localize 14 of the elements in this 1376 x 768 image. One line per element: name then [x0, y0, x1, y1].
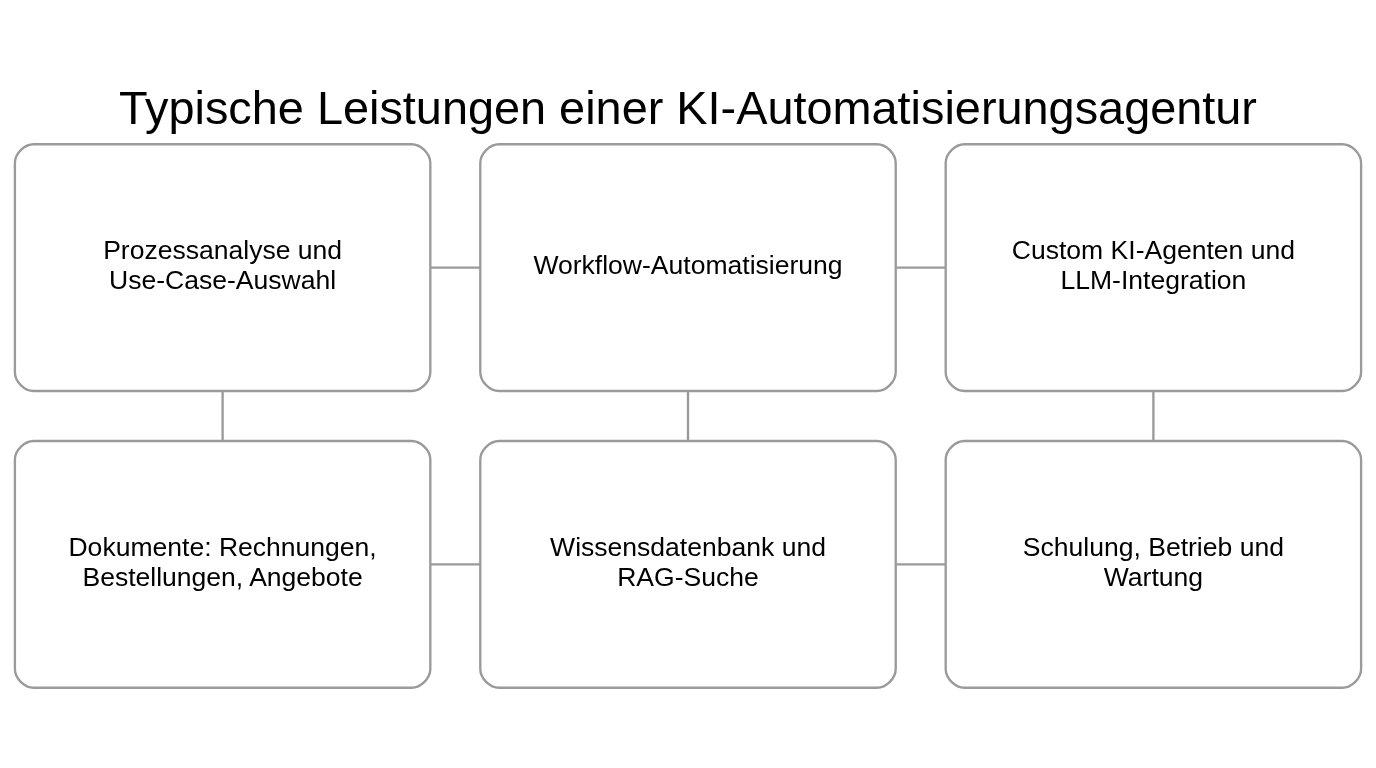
node-box: Dokumente: Rechnungen, Bestellungen, Angebote [13, 439, 432, 689]
node-box: Schulung, Betrieb und Wartung [944, 439, 1363, 689]
node-box: Custom KI-Agenten und LLM-Integration [944, 143, 1363, 393]
node-box: Wissensdatenbank und RAG-Suche [479, 439, 897, 689]
connector [686, 391, 690, 441]
connector [1152, 391, 1155, 441]
node-box: Prozessanalyse und Use-Case-Auswahl [13, 143, 432, 393]
connector [221, 391, 224, 441]
connector [430, 563, 480, 566]
diagram-title: Typische Leistungen einer KI-Automatisierungsagentur [119, 81, 1257, 134]
connector [896, 563, 946, 566]
connector [430, 266, 480, 269]
node-box: Workflow-Automatisierung [479, 143, 897, 393]
connector [896, 266, 946, 269]
